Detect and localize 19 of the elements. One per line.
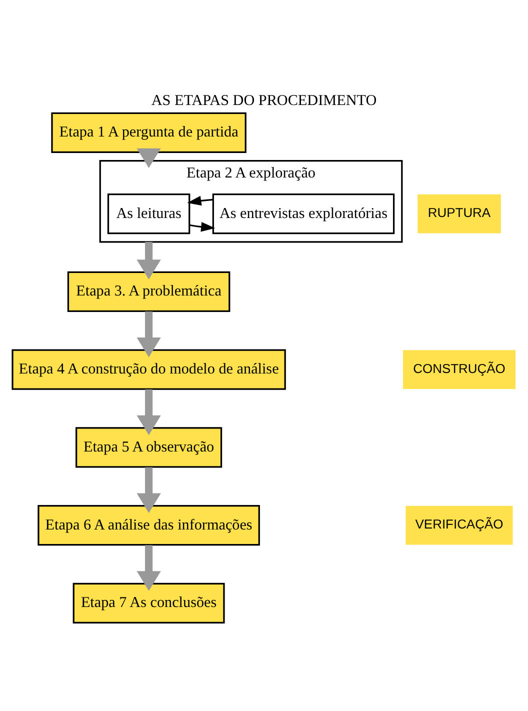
- diagram-title: AS ETAPAS DO PROCEDIMENTO: [151, 92, 377, 109]
- arrow: [136, 242, 161, 280]
- node-box: Etapa 4 A construção do modelo de análise: [12, 349, 286, 390]
- label: VERIFICAÇÃO: [415, 516, 504, 532]
- node-box: As entrevistas exploratórias: [212, 194, 395, 234]
- node-box: Etapa 6 A análise das informações: [38, 505, 260, 546]
- arrow: [136, 389, 161, 436]
- node-box: As leituras: [107, 194, 190, 234]
- arrow: [136, 545, 161, 591]
- node-box: Etapa 5 A observação: [76, 427, 222, 468]
- arrow: [136, 467, 161, 513]
- arrow: [187, 196, 213, 206]
- arrow: [189, 222, 216, 232]
- node-box: Etapa 3. A problemática: [67, 271, 230, 312]
- arrow: [136, 311, 161, 358]
- label: CONSTRUÇÃO: [413, 360, 506, 376]
- node-box: Etapa 7 As conclusões: [72, 582, 225, 624]
- arrow: [136, 148, 161, 168]
- label: RUPTURA: [428, 205, 491, 220]
